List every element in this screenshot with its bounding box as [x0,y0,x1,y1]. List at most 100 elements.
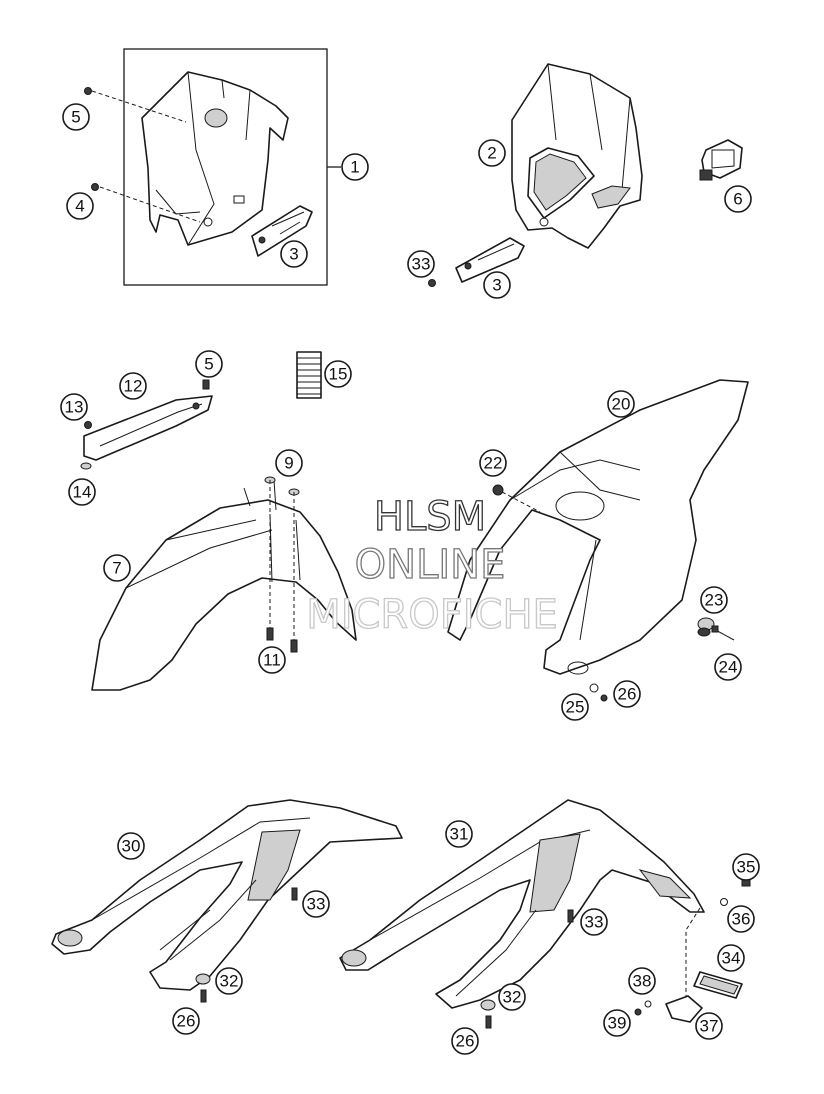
svg-text:5: 5 [71,108,80,127]
svg-text:35: 35 [737,858,756,877]
callout-31: 31 [445,820,473,848]
svg-text:26: 26 [177,1012,196,1031]
svg-text:37: 37 [700,1017,719,1036]
svg-text:9: 9 [284,454,293,473]
svg-text:39: 39 [608,1014,627,1033]
svg-text:7: 7 [112,559,121,578]
screw-part-35 [741,879,751,887]
headlight-mask-part-2 [511,63,643,249]
headlight-mask-part [141,71,289,246]
svg-text:23: 23 [705,591,724,610]
svg-text:33: 33 [412,255,431,274]
callout-38: 38 [628,967,656,995]
leader-5-top [91,90,187,123]
washer-part-36 [720,898,728,906]
callout-37: 37 [695,1012,723,1040]
leader-plate [685,907,701,1006]
svg-text:3: 3 [492,276,501,295]
callout-2: 2 [478,139,506,167]
svg-text:13: 13 [65,398,84,417]
callout-14: 14 [68,478,96,506]
callout-23: 23 [700,586,728,614]
callout-26-left: 26 [172,1007,200,1035]
callout-33-top: 33 [407,250,435,278]
callout-33-right: 33 [580,908,608,936]
callout-20: 20 [607,390,635,418]
callout-11: 11 [258,646,286,674]
svg-text:12: 12 [124,377,143,396]
leader-22 [501,491,541,513]
callout-12: 12 [119,372,147,400]
callout-6: 6 [724,185,752,213]
nut-part-39 [634,1008,642,1016]
svg-text:1: 1 [350,158,359,177]
svg-text:25: 25 [566,698,585,717]
front-fender-part-7 [91,479,357,691]
watermark-line-1: HLSM [374,494,486,540]
screw-part-13 [84,421,92,429]
svg-text:26: 26 [618,685,637,704]
reflector-part-34 [693,971,743,999]
svg-text:14: 14 [73,483,92,502]
svg-text:11: 11 [263,651,281,670]
screw-part-33-right [567,909,574,923]
screw-parts-11 [266,627,298,653]
watermark-line-2: ONLINE [355,542,506,588]
svg-text:20: 20 [612,395,631,414]
callout-22: 22 [479,449,507,477]
callout-32-left: 32 [215,967,243,995]
screw-part-33-top [428,279,436,287]
svg-text:6: 6 [733,190,742,209]
callout-13: 13 [60,393,88,421]
callout-26-mid: 26 [613,680,641,708]
svg-text:33: 33 [585,913,604,932]
washer-part-25 [589,683,599,693]
callout-5-top: 5 [62,103,90,131]
callout-3-left: 3 [280,240,308,268]
svg-text:31: 31 [450,825,469,844]
callout-26-right: 26 [451,1027,479,1055]
callout-35: 35 [732,853,760,881]
screw-part-4-top [91,183,99,191]
callout-4: 4 [66,192,94,220]
callout-30: 30 [117,832,145,860]
bolt-part-24 [711,625,735,641]
bracket-part-3-right [455,237,525,283]
callout-34: 34 [717,944,745,972]
watermark: HLSM ONLINE MICROFICHE [306,493,559,638]
leader-11 [269,480,295,640]
svg-text:24: 24 [719,658,738,677]
clamp-part-6 [699,139,743,181]
bushing-part-23 [697,617,715,637]
svg-text:3: 3 [289,245,298,264]
screw-part-26-mid [600,694,608,702]
svg-text:32: 32 [220,972,239,991]
screw-part-5-top [84,87,92,95]
callout-15: 15 [324,360,352,388]
bracket-part-3-left [251,205,313,257]
washer-part-14 [80,462,92,470]
side-panel-part-31 [339,799,705,1009]
grommet-part-32-left [195,973,211,985]
callout-7: 7 [103,554,131,582]
svg-text:34: 34 [722,949,741,968]
watermark-line-3: MICROFICHE [306,592,558,638]
callout-9: 9 [275,449,303,477]
callout-32-right: 32 [498,983,526,1011]
svg-text:5: 5 [204,355,213,374]
screw-part-26-right [485,1015,492,1029]
callout-3-right: 3 [483,271,511,299]
callout-1: 1 [341,153,369,181]
fork-guard-part-12 [83,395,213,461]
svg-text:38: 38 [633,972,652,991]
svg-text:36: 36 [732,910,751,929]
leader-4-top [99,186,201,223]
svg-text:22: 22 [484,454,503,473]
svg-text:32: 32 [503,988,522,1007]
nut-part-22 [492,484,504,496]
callout-5-mid: 5 [195,350,223,378]
svg-text:4: 4 [75,197,84,216]
filter-part-15 [296,351,322,399]
rear-fender-part-20 [447,379,749,675]
